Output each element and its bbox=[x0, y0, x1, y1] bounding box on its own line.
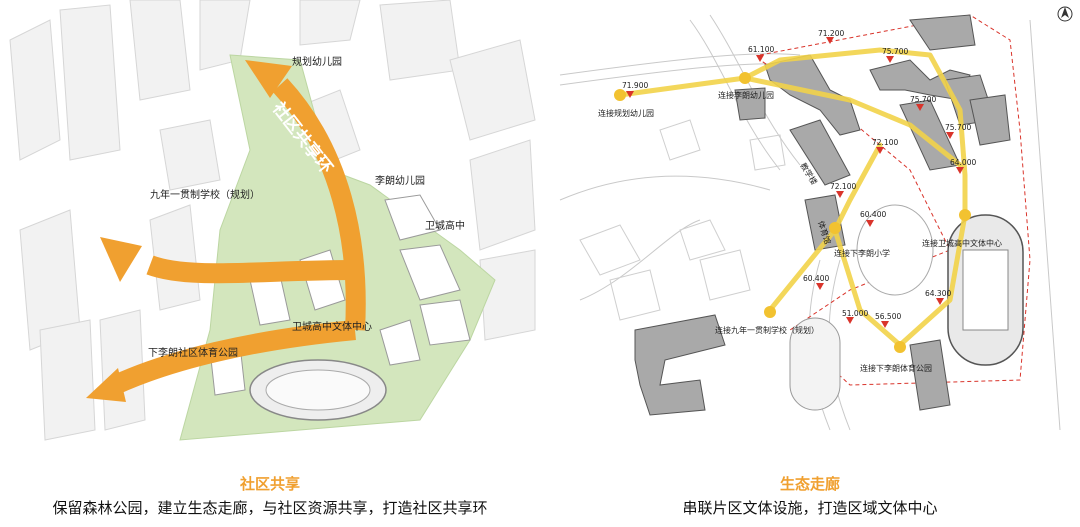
left-caption: 社区共享 保留森林公园，建立生态走廊，与社区资源共享，打造社区共享环 bbox=[52, 475, 488, 517]
label-weicheng-high: 卫城高中 bbox=[425, 219, 465, 232]
elevation-3: 71.200 bbox=[818, 29, 844, 38]
left-caption-subtitle: 保留森林公园，建立生态走廊，与社区资源共享，打造社区共享环 bbox=[52, 499, 488, 517]
elevation-1: 71.900 bbox=[622, 81, 648, 90]
label-to-primary: 连接下李朗小学 bbox=[834, 248, 890, 258]
label-to-sports-park: 连接下李朗体育公园 bbox=[860, 363, 932, 373]
elevation-2: 61.100 bbox=[748, 45, 774, 54]
ecological-corridor-plan: 71.900 61.100 71.200 75.700 75.700 75.70… bbox=[550, 0, 1080, 445]
school-track bbox=[789, 317, 841, 411]
community-axonometric-map: 社区共享环 规划幼儿园 李朗幼儿园 九年一贯制学校（规划） 卫城高中 卫城高中文… bbox=[0, 0, 540, 445]
label-to-9yr: 连接九年一贯制学校（规划） bbox=[715, 325, 819, 335]
left-caption-title: 社区共享 bbox=[239, 475, 300, 493]
elevation-14: 56.500 bbox=[875, 312, 901, 321]
ring-arrowheads bbox=[86, 60, 292, 402]
background-blocks bbox=[579, 119, 786, 321]
label-to-planned-kg: 连接规划幼儿园 bbox=[598, 108, 654, 118]
corridor-nodes bbox=[614, 72, 971, 353]
right-caption: 生态走廊 串联片区文体设施，打造区域文体中心 bbox=[540, 0, 1080, 527]
elevation-5: 75.700 bbox=[910, 95, 936, 104]
right-caption-title: 生态走廊 bbox=[779, 475, 840, 493]
elevation-13: 51.000 bbox=[842, 309, 868, 318]
right-caption-subtitle: 串联片区文体设施，打造区域文体中心 bbox=[682, 499, 938, 517]
community-ring bbox=[110, 78, 366, 395]
label-culture-center: 卫城高中文体中心 bbox=[292, 320, 372, 333]
label-to-culture: 连接卫城高中文体中心 bbox=[922, 238, 1002, 248]
label-sports-park: 下李朗社区体育公园 bbox=[148, 346, 238, 359]
label-school-9yr: 九年一贯制学校（规划） bbox=[150, 188, 260, 201]
elevation-6: 75.700 bbox=[945, 123, 971, 132]
ecological-corridor bbox=[617, 47, 968, 348]
site-buildings bbox=[634, 14, 1011, 416]
north-arrow-icon bbox=[1057, 6, 1073, 22]
label-planned-kindergarten: 规划幼儿园 bbox=[292, 55, 342, 68]
label-to-lilang-kg: 连接李朗幼儿园 bbox=[718, 90, 774, 100]
elevation-4: 75.700 bbox=[882, 47, 908, 56]
elevation-11: 60.400 bbox=[803, 274, 829, 283]
elevation-7: 72.100 bbox=[872, 138, 898, 147]
elevation-markers bbox=[626, 37, 964, 328]
elevation-8: 64.000 bbox=[950, 158, 976, 167]
elevation-9: 72.100 bbox=[830, 182, 856, 191]
label-lilang-kindergarten: 李朗幼儿园 bbox=[375, 174, 425, 187]
elevation-12: 64.300 bbox=[925, 289, 951, 298]
primary-school-field bbox=[856, 204, 934, 296]
elevation-10: 60.400 bbox=[860, 210, 886, 219]
